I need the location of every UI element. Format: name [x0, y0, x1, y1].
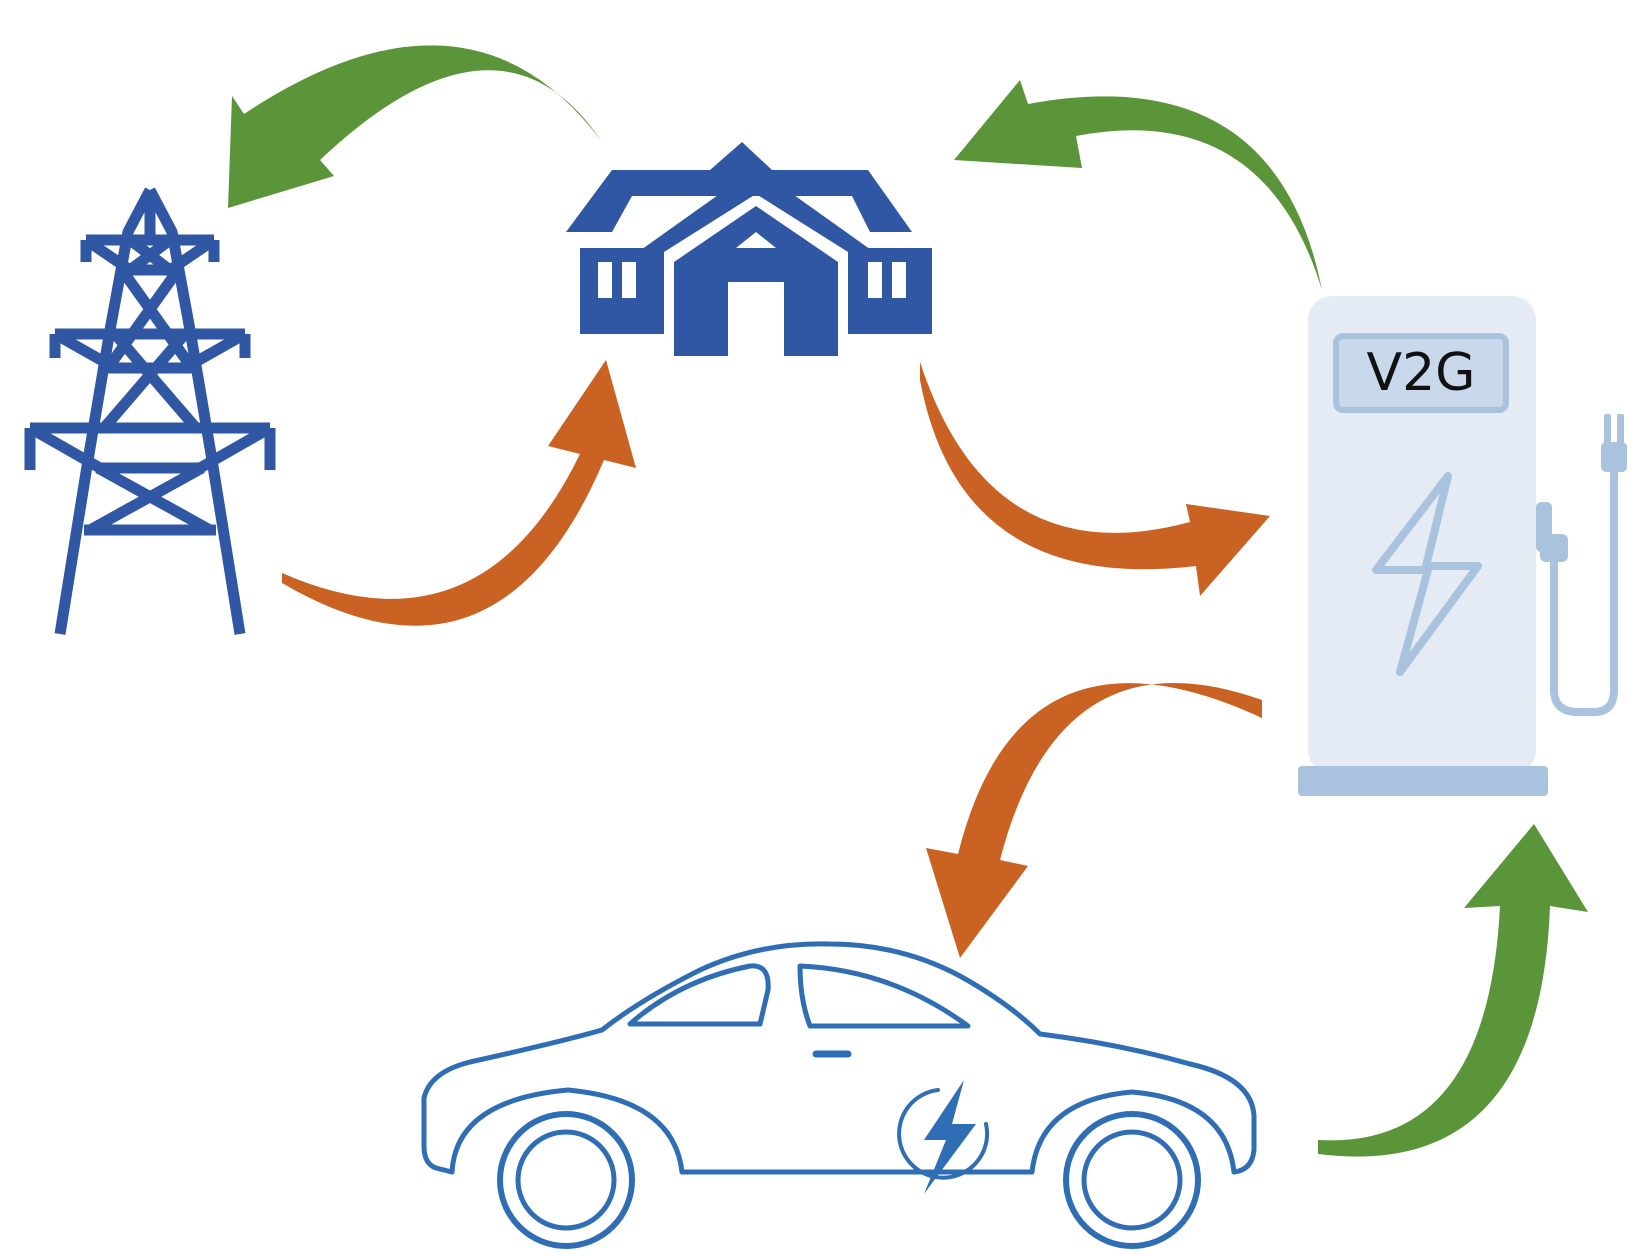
- arrow-charger-to-house: [954, 80, 1322, 290]
- arrow-house-to-charger: [920, 362, 1270, 596]
- house-icon: [566, 142, 932, 356]
- transmission-tower-icon: [24, 187, 276, 635]
- power-emblem-icon: [897, 1080, 990, 1194]
- arrow-charger-to-vehicle: [926, 682, 1262, 958]
- charger-base: [1298, 766, 1548, 796]
- charging-cable: [1550, 466, 1618, 716]
- lightning-bolt-icon: [1372, 472, 1482, 676]
- charger-label: V2G: [1367, 343, 1476, 403]
- arrow-grid-to-house: [282, 360, 636, 626]
- electric-car-icon: [421, 941, 1257, 1249]
- arrow-vehicle-to-charger: [1318, 824, 1588, 1157]
- plug-icon: [1601, 414, 1627, 472]
- arrow-house-to-grid: [228, 45, 602, 208]
- charger-display: [1333, 333, 1509, 413]
- charger-body: [1308, 296, 1536, 774]
- charging-station-icon: V2G: [1298, 296, 1627, 796]
